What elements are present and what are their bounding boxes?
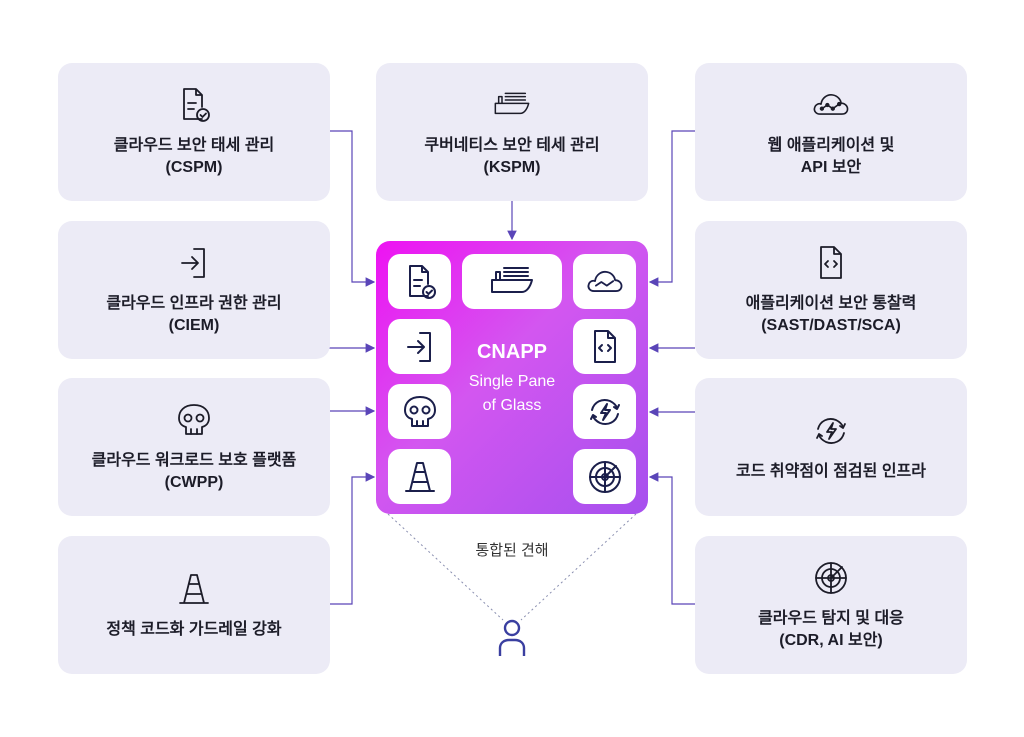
card-subtitle: (SAST/DAST/SCA): [761, 317, 901, 334]
hub-subtitle-line1: Single Pane: [468, 373, 556, 390]
card-title: 클라우드 인프라 권한 관리: [106, 295, 282, 312]
code-file-icon: [820, 246, 842, 279]
traffic-cone-icon: [404, 461, 435, 492]
cspm-card: 클라우드 보안 태세 관리 (CSPM): [58, 63, 330, 201]
skull-icon: [178, 404, 210, 435]
card-title: 정책 코드화 가드레일 강화: [106, 621, 282, 638]
cdr-card: 클라우드 탐지 및 대응 (CDR, AI 보안): [695, 536, 967, 674]
card-title: 클라우드 보안 태세 관리: [113, 137, 275, 154]
hub-tile-ciem: [388, 319, 451, 374]
skull-icon: [403, 395, 436, 427]
hub-tile-kspm: [462, 254, 562, 309]
view-line-left: [387, 513, 504, 621]
card-subtitle: (CSPM): [165, 159, 223, 176]
card-subtitle: (CWPP): [164, 474, 224, 491]
card-title: 웹 애플리케이션 및: [767, 137, 895, 154]
appsec-card: 애플리케이션 보안 통찰력 (SAST/DAST/SCA): [695, 221, 967, 359]
connector-webapi: [648, 130, 695, 287]
hub-tile-policy: [388, 449, 451, 504]
ciem-card: 클라우드 인프라 권한 관리 (CIEM): [58, 221, 330, 359]
refresh-bolt-icon: [816, 418, 846, 444]
hub-tile-cspm: [388, 254, 451, 309]
cnapp-hub: CNAPP Single Pane of Glass: [376, 241, 648, 514]
container-ship-icon: [494, 92, 530, 115]
cloud-network-icon: [813, 94, 849, 115]
card-title: 코드 취약점이 점검된 인프라: [736, 463, 926, 480]
sign-in-icon: [181, 248, 205, 278]
hub-tile-web-api: [573, 254, 636, 309]
sign-in-icon: [406, 331, 431, 362]
hub-tile-cdr: [573, 449, 636, 504]
card-title: 쿠버네티스 보안 테세 관리: [424, 137, 600, 154]
hub-label: CNAPP Single Pane of Glass: [444, 341, 580, 418]
policy-guardrail-card: 정책 코드화 가드레일 강화: [58, 536, 330, 674]
card-title: 클라우드 워크로드 보호 플랫폼: [91, 452, 297, 469]
cwpp-card: 클라우드 워크로드 보호 플랫폼 (CWPP): [58, 378, 330, 516]
hub-tile-cwpp: [388, 384, 451, 439]
connector-policy: [329, 472, 376, 605]
web-api-card: 웹 애플리케이션 및 API 보안: [695, 63, 967, 201]
card-subtitle: (CIEM): [168, 317, 220, 334]
cloud-network-icon: [587, 270, 622, 292]
unified-view-caption: 통합된 견해: [475, 542, 549, 559]
document-check-icon: [408, 264, 436, 299]
view-line-right: [520, 513, 637, 621]
radar-icon: [815, 562, 847, 594]
traffic-cone-icon: [179, 574, 209, 604]
card-title: 클라우드 탐지 및 대응: [758, 610, 904, 627]
hub-tile-appsec: [573, 319, 636, 374]
iac-card: 코드 취약점이 점검된 인프라: [695, 378, 967, 516]
container-ship-icon: [491, 266, 533, 293]
document-check-icon: [183, 88, 210, 122]
card-title: 애플리케이션 보안 통찰력: [745, 295, 917, 312]
card-subtitle: (KSPM): [483, 159, 541, 176]
radar-icon: [588, 460, 621, 493]
code-file-icon: [593, 329, 616, 363]
hub-tile-iac: [573, 384, 636, 439]
card-subtitle: API 보안: [800, 159, 862, 176]
connector-cdr: [648, 472, 695, 605]
card-subtitle: (CDR, AI 보안): [779, 632, 883, 649]
kspm-card: 쿠버네티스 보안 테세 관리 (KSPM): [376, 63, 648, 201]
hub-subtitle-line2: of Glass: [482, 397, 542, 414]
connector-cspm: [329, 130, 376, 287]
hub-title: CNAPP: [476, 341, 547, 363]
user-icon: [498, 619, 526, 656]
refresh-bolt-icon: [589, 398, 620, 425]
